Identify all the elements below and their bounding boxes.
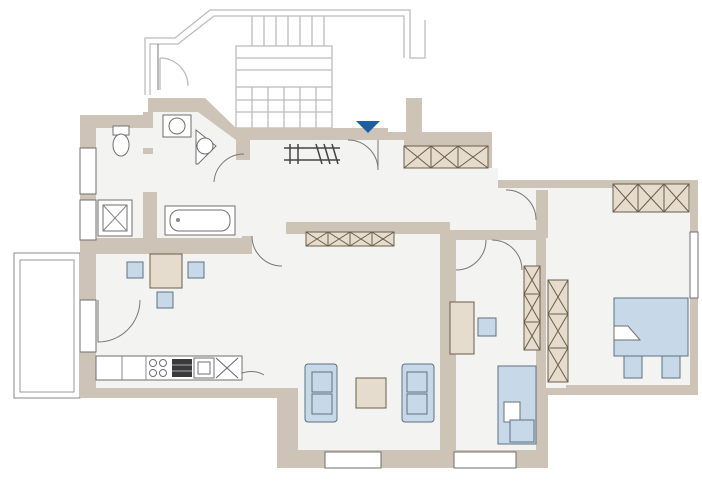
single-bed xyxy=(497,365,537,445)
living-wardrobe xyxy=(305,231,395,247)
windows xyxy=(79,147,699,469)
sofa-right xyxy=(401,363,435,423)
bedroom-wardrobe xyxy=(612,183,690,213)
bathtub-icon xyxy=(164,205,236,236)
room-wardrobe xyxy=(523,265,541,351)
hall-wardrobe xyxy=(403,145,489,169)
coffee-table xyxy=(355,377,387,409)
double-bed xyxy=(613,297,689,357)
study-room xyxy=(449,301,537,445)
doors xyxy=(97,44,537,376)
stove-icon xyxy=(149,359,167,377)
kitchen-counter xyxy=(95,355,243,381)
wardrobes xyxy=(305,145,690,383)
bedroom xyxy=(613,297,689,379)
desk xyxy=(449,301,475,355)
sink-icon xyxy=(195,128,217,165)
floor-area xyxy=(96,112,690,450)
dining-area xyxy=(126,253,205,309)
coat-rack xyxy=(284,143,340,165)
balcony xyxy=(13,252,81,399)
entrance-arrow-icon xyxy=(356,121,380,133)
stairwell xyxy=(144,9,426,129)
sofa-left xyxy=(304,363,338,423)
interior-walls xyxy=(96,112,548,450)
bathroom xyxy=(97,114,236,237)
stair-treads xyxy=(236,16,332,128)
toilet-icon xyxy=(112,125,130,157)
living-room xyxy=(304,363,435,423)
shower-icon xyxy=(97,199,133,237)
sink-icon xyxy=(162,114,192,138)
bedroom-side-wardrobe xyxy=(547,279,569,383)
